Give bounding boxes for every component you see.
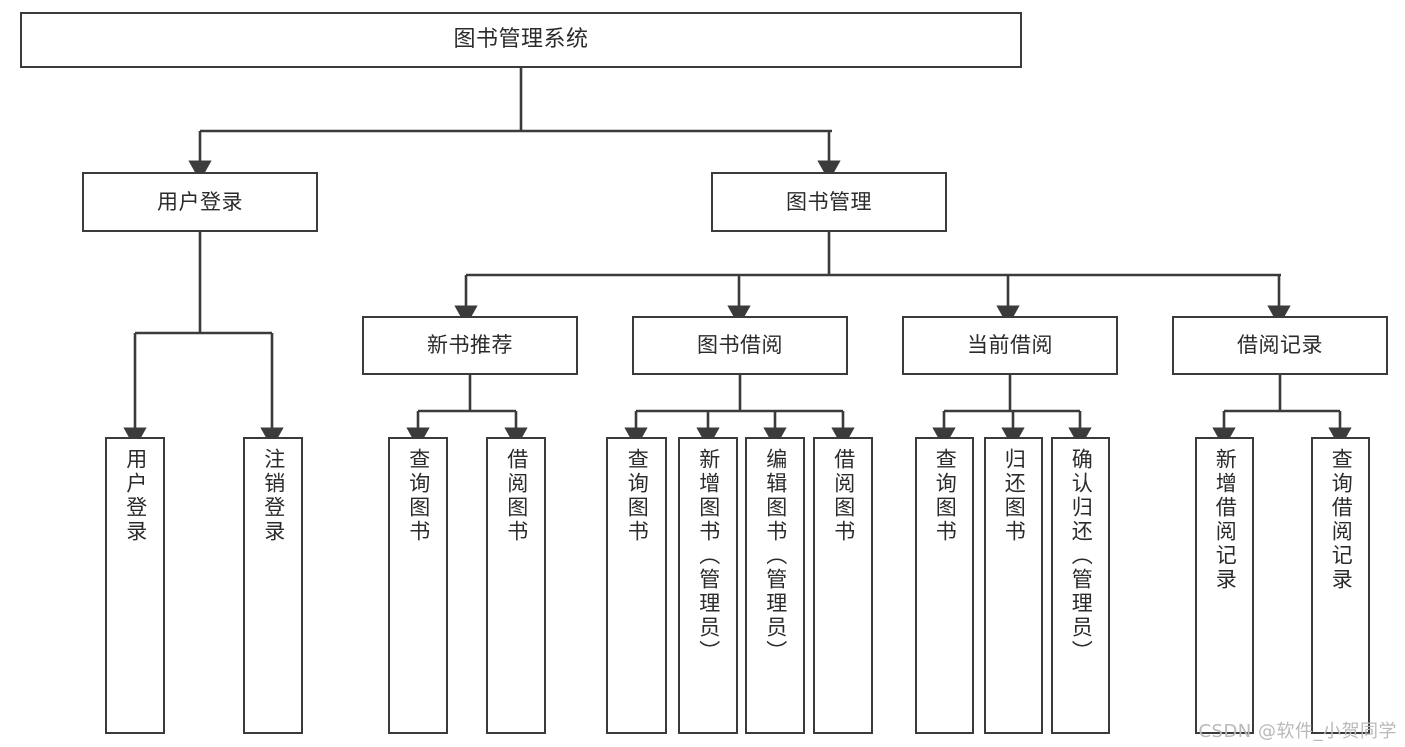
node-label: 借阅记录: [1237, 333, 1323, 358]
node-label: 查询图书: [933, 448, 958, 544]
leaf-borrow-book-recommend[interactable]: 借阅图书: [486, 437, 546, 734]
leaf-query-borrow-record[interactable]: 查询借阅记录: [1311, 437, 1370, 734]
node-borrow-records[interactable]: 借阅记录: [1172, 316, 1388, 375]
leaf-borrow-book[interactable]: 借阅图书: [813, 437, 873, 734]
node-label: 当前借阅: [967, 333, 1053, 358]
leaf-user-login[interactable]: 用户登录: [105, 437, 165, 734]
leaf-confirm-return-admin[interactable]: 确认归还（管理员）: [1051, 437, 1110, 734]
node-label: 新书推荐: [427, 333, 513, 358]
leaf-query-book-recommend[interactable]: 查询图书: [388, 437, 448, 734]
watermark: CSDN @软件_小贺同学: [1198, 721, 1397, 742]
node-label: 图书管理: [786, 189, 872, 214]
leaf-add-borrow-record[interactable]: 新增借阅记录: [1195, 437, 1254, 734]
node-label: 查询图书: [625, 448, 650, 544]
node-user-login[interactable]: 用户登录: [82, 172, 318, 232]
node-label: 图书管理系统: [453, 27, 589, 53]
node-label: 借阅图书: [831, 448, 856, 544]
node-current-borrow[interactable]: 当前借阅: [902, 316, 1118, 375]
leaf-query-book-current[interactable]: 查询图书: [915, 437, 974, 734]
node-label: 确认归还（管理员）: [1069, 448, 1094, 664]
leaf-edit-book-admin[interactable]: 编辑图书（管理员）: [745, 437, 805, 734]
node-label: 注销登录: [261, 448, 286, 544]
node-label: 用户登录: [123, 448, 148, 544]
node-book-borrow[interactable]: 图书借阅: [632, 316, 848, 375]
node-book-management[interactable]: 图书管理: [711, 172, 947, 232]
node-label: 新增借阅记录: [1213, 448, 1238, 592]
node-root-system[interactable]: 图书管理系统: [20, 12, 1022, 68]
node-label: 用户登录: [157, 189, 243, 214]
node-label: 查询图书: [406, 448, 431, 544]
node-label: 查询借阅记录: [1329, 448, 1354, 592]
node-label: 新增图书（管理员）: [696, 448, 721, 664]
leaf-query-book-borrow[interactable]: 查询图书: [606, 437, 667, 734]
leaf-logout[interactable]: 注销登录: [243, 437, 303, 734]
leaf-add-book-admin[interactable]: 新增图书（管理员）: [678, 437, 738, 734]
node-label: 借阅图书: [504, 448, 529, 544]
leaf-return-book[interactable]: 归还图书: [984, 437, 1043, 734]
node-label: 归还图书: [1002, 448, 1027, 544]
node-label: 图书借阅: [697, 333, 783, 358]
node-label: 编辑图书（管理员）: [763, 448, 788, 664]
node-new-book-recommend[interactable]: 新书推荐: [362, 316, 578, 375]
